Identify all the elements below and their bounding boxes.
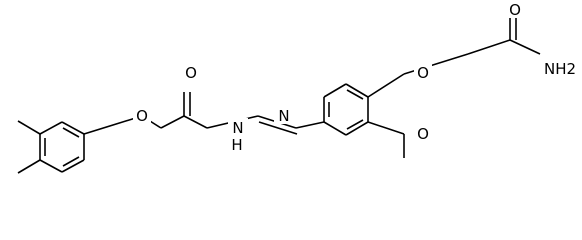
bond-methyl xyxy=(17,159,41,174)
atom-labels: O O N H N O O NH2 O xyxy=(133,0,580,154)
bond xyxy=(323,83,347,98)
bond xyxy=(345,121,369,136)
bond xyxy=(39,121,63,135)
bond-double-inner xyxy=(62,127,80,138)
bond-methyl xyxy=(17,120,41,135)
atom-oxygen: O xyxy=(185,64,197,82)
bond xyxy=(61,159,85,173)
atom-oxygen: O xyxy=(136,107,148,125)
right-substituents xyxy=(367,16,541,158)
bond xyxy=(39,159,63,173)
bond xyxy=(403,53,469,75)
atom-hydrogen: H xyxy=(231,136,242,154)
molecule-structure: O O N H N O O NH2 O xyxy=(17,0,580,174)
bond-imine xyxy=(258,121,298,135)
ring-dimethylphenyl xyxy=(17,120,85,174)
bond xyxy=(345,83,369,98)
bond xyxy=(367,121,405,135)
bond xyxy=(83,115,143,135)
atom-oxygen: O xyxy=(417,64,429,82)
bond xyxy=(509,39,541,55)
atom-nitrogen: N xyxy=(232,119,243,137)
atom-nitrogen: N xyxy=(278,107,289,125)
bond xyxy=(61,121,85,135)
bond xyxy=(183,115,208,129)
bond-double-inner xyxy=(346,89,364,100)
structure-diagram: O O N H N O O NH2 O xyxy=(17,0,580,174)
bond xyxy=(323,121,347,136)
atom-amine: NH2 xyxy=(544,60,576,78)
bond xyxy=(160,115,185,129)
bond xyxy=(367,73,405,98)
bond-double-inner xyxy=(346,119,364,130)
bond-double-inner xyxy=(62,156,80,167)
atom-oxygen: O xyxy=(509,1,521,19)
atom-oxygen: O xyxy=(417,125,429,143)
ring-methoxyphenyl xyxy=(323,83,369,136)
bond xyxy=(295,121,325,129)
bond xyxy=(467,39,511,55)
